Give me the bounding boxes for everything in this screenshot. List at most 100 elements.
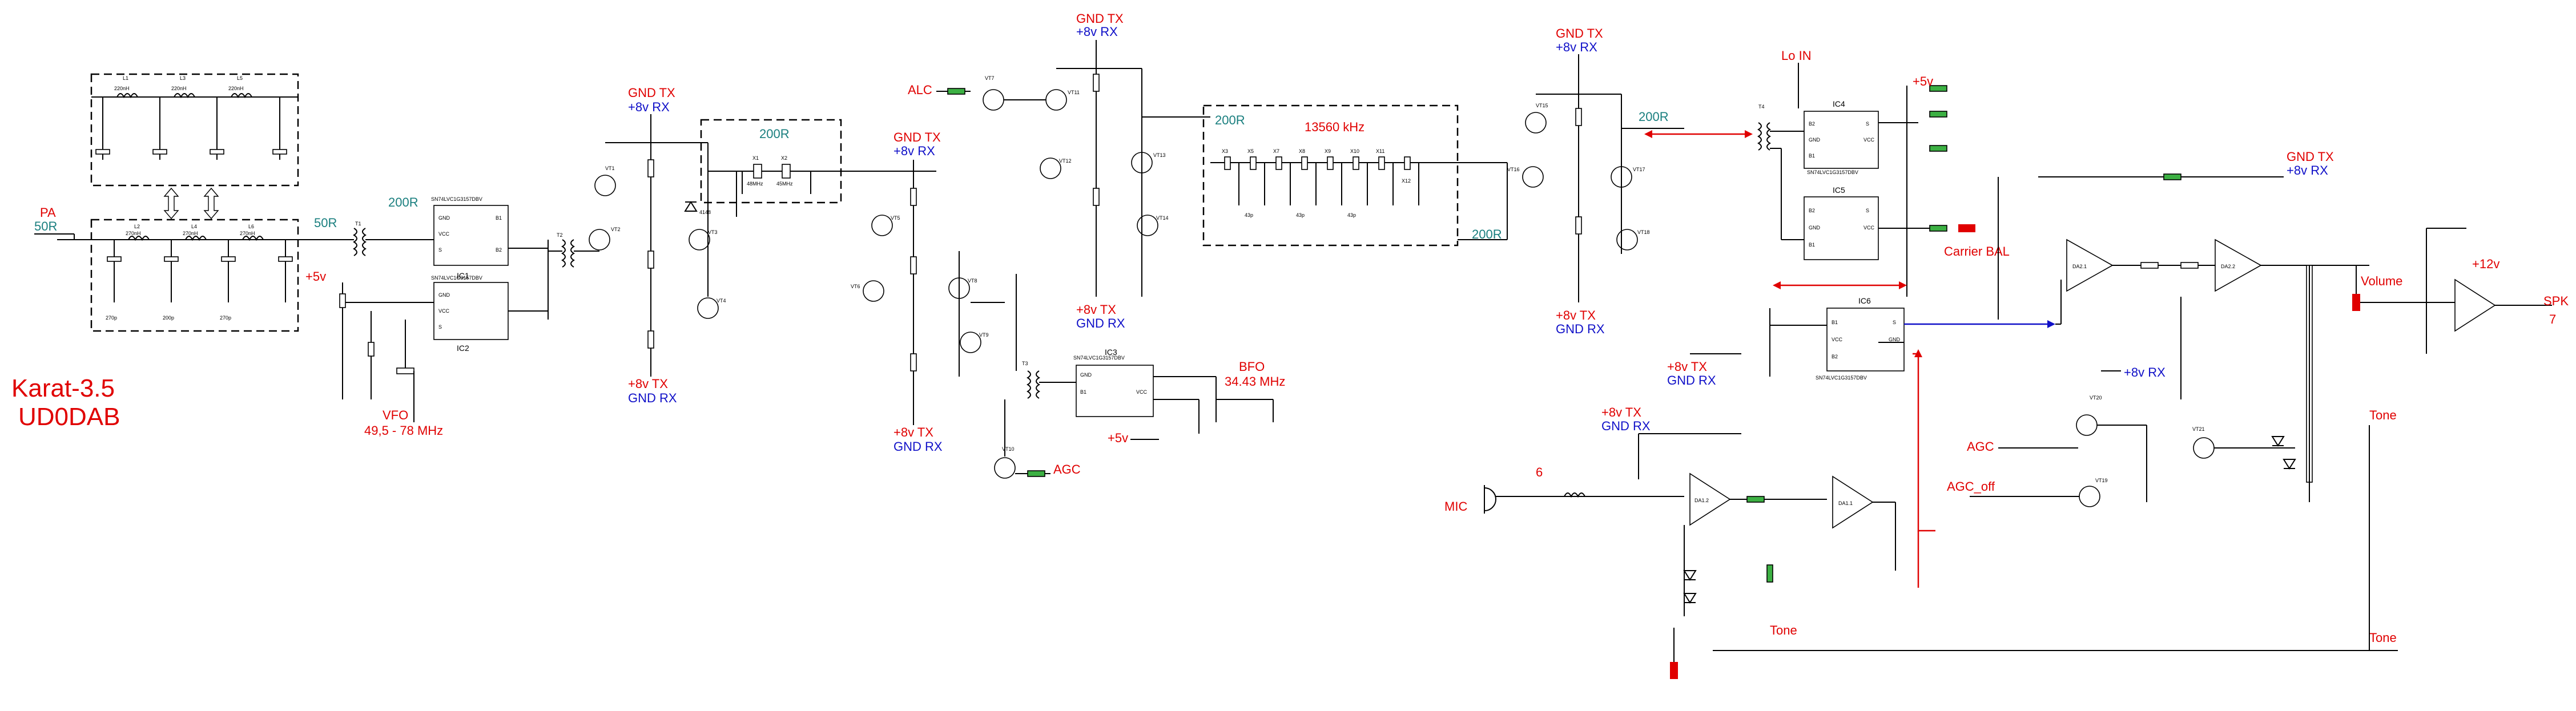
title-line1: Karat-3.5 [11,374,115,402]
tone-a: Tone [1770,623,1797,637]
vt13-label: VT13 [1153,152,1166,158]
ic3-vcc: VCC [1136,389,1148,395]
rx8-2: +8v RX [893,144,935,158]
l1-label: L1 [123,75,128,81]
vt7-transistor [983,89,1004,111]
xf1-200r: 200R [759,127,790,141]
plus5-c: +5v [1913,74,1933,88]
vt9-label: VT9 [979,332,989,338]
mic-gain-trimmer[interactable] [1670,662,1678,679]
t3-label: T3 [1022,361,1028,366]
agc-b: AGC [1967,439,1994,454]
pa-50r: 50R [34,219,57,233]
d9-diode [1683,570,1697,581]
t4-label: T4 [1758,104,1765,110]
l5-value: 220nH [228,86,244,91]
vt1-label: VT1 [605,165,615,171]
vt10-transistor [994,457,1016,479]
vt16-label: VT16 [1507,167,1520,172]
t4-transformer [1757,122,1771,151]
da22-label: DA2.2 [2221,264,2235,269]
x8-label: X8 [1299,148,1305,154]
ic5-b1: B1 [1809,242,1815,248]
crystal-ladder [1224,156,1419,205]
l4-label: L4 [191,224,197,229]
ic3-part: SN74LVC1G3157DBV [1073,355,1125,361]
vt15-label: VT15 [1536,103,1548,108]
title-line2: UD0DAB [18,403,120,431]
vt3-transistor [689,229,710,251]
vt20-transistor [2076,414,2098,436]
ic5-s: S [1866,208,1869,213]
ic6-gnd: GND [1889,337,1901,342]
ic2-vcc: VCC [438,308,450,314]
vt19-transistor [2079,486,2100,507]
vfo-label: VFO [383,408,408,422]
swap-arrow-2 [203,187,219,220]
output-amp [2454,278,2496,332]
tx8-1: +8v TX [628,377,668,391]
xf2-200r: 200R [1215,113,1245,127]
rx8-3: +8v RX [1076,25,1118,39]
vt8-label: VT8 [968,278,977,284]
x3-label: X3 [1222,148,1228,154]
l3-label: L3 [180,75,186,81]
l5-label: L5 [237,75,243,81]
c-value-c: 270p [220,315,231,321]
gnd-rx-5: GND RX [1667,373,1716,387]
plus8rx-a: +8v RX [2124,365,2166,379]
agc-a: AGC [1053,462,1081,476]
xtal-freq: 13560 kHz [1305,120,1365,134]
ic4-s: S [1866,121,1869,127]
tx8-2: +8v TX [893,425,933,439]
ic4-part: SN74LVC1G3157DBV [1807,169,1858,175]
pa-label: PA [40,205,56,220]
mic-label: MIC [1444,499,1467,514]
x2-value: 45MHz [776,181,793,187]
mic-symbol [1484,487,1496,512]
carrier-bal: Carrier BAL [1944,244,2010,258]
gnd-tx-4: GND TX [1556,26,1603,41]
ic4-vcc: VCC [1863,137,1875,143]
t1-200r: 200R [388,195,418,209]
ic2-gnd: GND [438,292,450,298]
mic-pin6: 6 [1536,465,1543,479]
plus5-b: +5v [1108,431,1128,445]
gnd-rx-4: GND RX [1556,322,1605,336]
da21-opamp [2066,239,2114,292]
x5-label: X5 [1247,148,1254,154]
gnd-tx-2: GND TX [893,130,941,144]
tx8-mic: +8v TX [1601,405,1641,419]
rx8-1: +8v RX [628,100,670,114]
d13-diode [2271,436,2285,447]
vt11-transistor [1045,89,1067,111]
tone-b: Tone [2369,631,2397,645]
gnd-rx-1: GND RX [628,391,677,405]
vt19-label: VT19 [2095,478,2108,483]
ic3-gnd: GND [1080,372,1092,378]
tx8-3: +8v TX [1076,302,1116,317]
t4-200r: 200R [1639,110,1669,124]
ic6-b1: B1 [1832,320,1838,325]
t2-label: T2 [557,232,563,238]
gnd-rx-3: GND RX [1076,316,1125,330]
gnd-tx-6: GND TX [2287,150,2334,164]
vfo-range: 49,5 - 78 MHz [364,423,443,438]
ic3-b1: B1 [1080,389,1086,395]
volume-pot[interactable] [2352,294,2360,311]
rx8-6: +8v RX [2287,163,2328,177]
vt5-label: VT5 [891,215,900,221]
ic1-label: IC1 [457,271,469,280]
vt2-label: VT2 [611,227,621,232]
vt15-transistor [1525,112,1547,134]
swap-arrow-1 [163,187,179,220]
ic4-b2: B2 [1809,121,1815,127]
agc-off: AGC_off [1947,479,1995,494]
ic2-label: IC2 [457,344,469,353]
da11-opamp [1832,475,1874,529]
vt11-label: VT11 [1068,90,1080,95]
ic1-vcc: VCC [438,231,450,237]
ic6-label: IC6 [1858,296,1871,305]
carrier-bal-trimmer[interactable] [1958,224,1975,232]
